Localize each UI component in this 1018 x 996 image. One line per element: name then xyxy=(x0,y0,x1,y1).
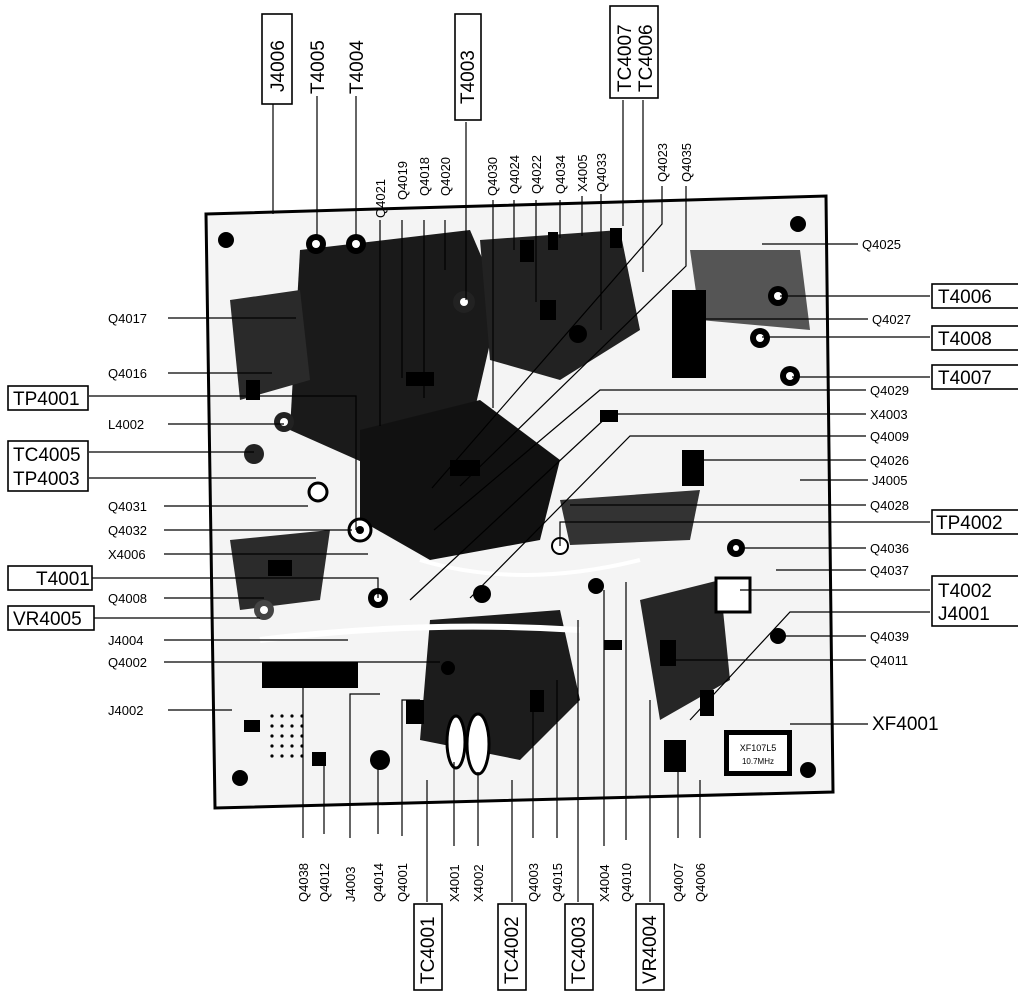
label-t4003: T4003 xyxy=(458,50,479,104)
label-box-tc4001 xyxy=(413,903,443,991)
label-q4006: Q4006 xyxy=(693,863,708,902)
label-t4002: T4002 xyxy=(938,581,992,602)
label-q4039: Q4039 xyxy=(870,629,909,644)
label-l4002: L4002 xyxy=(108,417,144,432)
label-j4006: J4006 xyxy=(268,40,289,92)
label-j4001: J4001 xyxy=(938,604,990,625)
label-q4012: Q4012 xyxy=(317,863,332,902)
label-q4020: Q4020 xyxy=(438,157,453,196)
label-q4028: Q4028 xyxy=(870,498,909,513)
label-box-vr4005 xyxy=(7,605,95,631)
label-q4023: Q4023 xyxy=(655,143,670,182)
label-box-tp4002 xyxy=(931,509,1018,535)
leader-lines xyxy=(89,96,930,902)
label-q4036: Q4036 xyxy=(870,541,909,556)
label-q4001: Q4001 xyxy=(395,863,410,902)
label-tc4007: TC4007 xyxy=(615,24,636,92)
label-t4001: T4001 xyxy=(36,569,90,590)
label-box-tc4005-tp4003 xyxy=(7,440,89,492)
label-box-t4008 xyxy=(931,325,1018,351)
label-q4002: Q4002 xyxy=(108,655,147,670)
label-xf4001: XF4001 xyxy=(872,714,939,735)
label-q4034: Q4034 xyxy=(553,155,568,194)
label-box-j4006 xyxy=(261,13,293,105)
label-q4026: Q4026 xyxy=(870,453,909,468)
label-box-t4007 xyxy=(931,364,1018,390)
label-tc4006: TC4006 xyxy=(636,24,657,92)
label-j4004: J4004 xyxy=(108,633,143,648)
circuit-board: XF107L5 10.7MHz xyxy=(204,194,835,810)
label-x4006: X4006 xyxy=(108,547,146,562)
label-q4015: Q4015 xyxy=(550,863,565,902)
label-q4009: Q4009 xyxy=(870,429,909,444)
left-labels: Q4017 Q4016 TP4001 L4002 TC4005 TP4003 Q… xyxy=(7,311,147,718)
label-q4016: Q4016 xyxy=(108,366,147,381)
label-box-t4002-j4001 xyxy=(931,575,1018,627)
label-q4038: Q4038 xyxy=(296,863,311,902)
label-q4014: Q4014 xyxy=(371,863,386,902)
label-q4031: Q4031 xyxy=(108,499,147,514)
label-j4005: J4005 xyxy=(872,473,907,488)
label-t4006: T4006 xyxy=(938,287,992,308)
bottom-labels: Q4038 Q4012 J4003 Q4014 Q4001 TC4001 X40… xyxy=(296,863,708,991)
label-x4005: X4005 xyxy=(575,154,590,192)
label-q4017: Q4017 xyxy=(108,311,147,326)
label-tc4001: TC4001 xyxy=(418,916,439,984)
label-j4003: J4003 xyxy=(343,867,358,902)
label-q4010: Q4010 xyxy=(619,863,634,902)
label-tp4003: TP4003 xyxy=(13,469,80,490)
label-q4033: Q4033 xyxy=(594,153,609,192)
label-q4032: Q4032 xyxy=(108,523,147,538)
label-tp4001: TP4001 xyxy=(13,389,80,410)
label-tp4002: TP4002 xyxy=(936,513,1003,534)
label-t4007: T4007 xyxy=(938,368,992,389)
label-q4022: Q4022 xyxy=(529,155,544,194)
label-q4027: Q4027 xyxy=(872,312,911,327)
label-q4003: Q4003 xyxy=(526,863,541,902)
label-t4005: T4005 xyxy=(308,40,329,94)
label-q4035: Q4035 xyxy=(679,143,694,182)
label-q4029: Q4029 xyxy=(870,383,909,398)
label-box-tc4003 xyxy=(564,903,594,991)
label-box-tc4002 xyxy=(497,903,527,991)
label-x4002: X4002 xyxy=(471,864,486,902)
label-q4037: Q4037 xyxy=(870,563,909,578)
label-tc4002: TC4002 xyxy=(502,916,523,984)
filter-marking-top: XF107L5 xyxy=(740,743,777,753)
label-box-t4003 xyxy=(454,13,482,121)
label-t4008: T4008 xyxy=(938,329,992,350)
label-vr4005: VR4005 xyxy=(13,609,82,630)
label-x4003: X4003 xyxy=(870,407,908,422)
label-vr4004: VR4004 xyxy=(640,915,661,984)
label-x4004: X4004 xyxy=(597,864,612,902)
label-box-t4001 xyxy=(7,565,93,591)
label-q4007: Q4007 xyxy=(671,863,686,902)
label-box-vr4004 xyxy=(635,903,665,991)
label-box-tc4007-tc4006 xyxy=(609,5,659,99)
label-q4021: Q4021 xyxy=(373,179,388,218)
label-q4030: Q4030 xyxy=(485,157,500,196)
label-box-tp4001 xyxy=(7,385,89,411)
label-q4019: Q4019 xyxy=(395,161,410,200)
label-j4002: J4002 xyxy=(108,703,143,718)
label-x4001: X4001 xyxy=(447,864,462,902)
top-labels: J4006 T4005 T4004 Q4021 Q4019 Q4018 Q402… xyxy=(261,5,694,218)
label-t4004: T4004 xyxy=(347,40,368,94)
label-q4024: Q4024 xyxy=(507,155,522,194)
filter-marking-bottom: 10.7MHz xyxy=(742,757,774,766)
label-tc4005: TC4005 xyxy=(13,445,81,466)
label-q4018: Q4018 xyxy=(417,157,432,196)
label-box-t4006 xyxy=(931,283,1018,309)
label-q4011: Q4011 xyxy=(870,653,908,668)
label-q4008: Q4008 xyxy=(108,591,147,606)
label-q4025: Q4025 xyxy=(862,237,901,252)
right-labels: Q4025 T4006 Q4027 T4008 T4007 Q4029 X400… xyxy=(862,237,1018,735)
label-tc4003: TC4003 xyxy=(569,916,590,984)
